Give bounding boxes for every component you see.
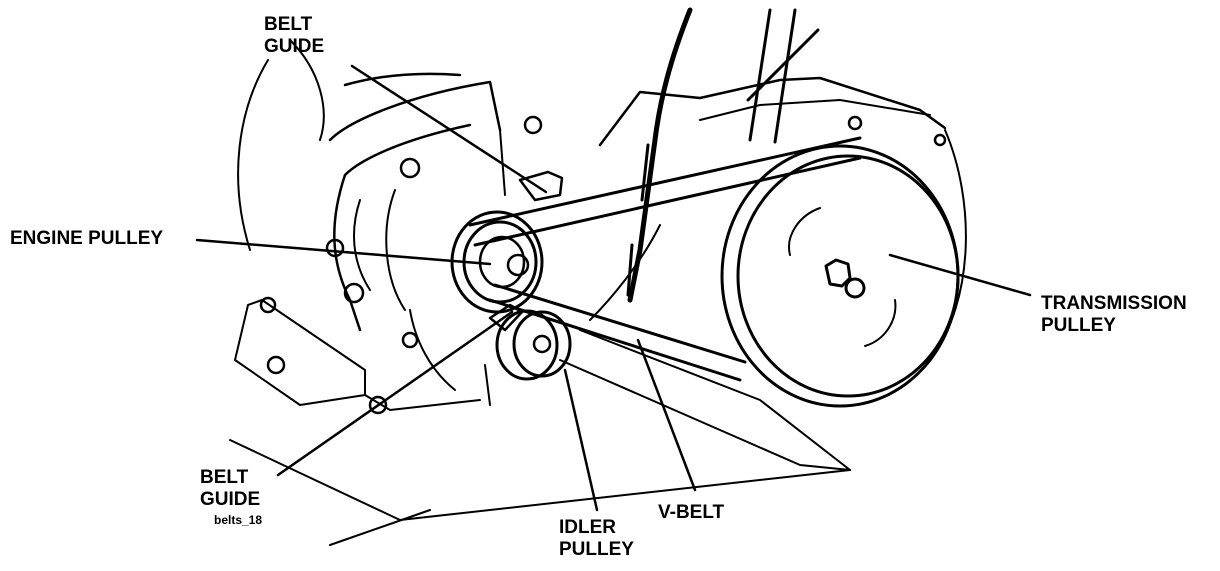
engine-pulley-label: ENGINE PULLEY — [10, 228, 163, 250]
engine-housing — [234, 39, 506, 411]
transmission-pulley-label: TRANSMISSION PULLEY — [1041, 293, 1187, 337]
idler-pulley-shape — [495, 309, 572, 381]
handle-bars — [746, 8, 820, 144]
v-belt-line1: V-BELT — [658, 502, 725, 523]
belt-guide-bracket-top — [518, 170, 564, 202]
engine-pulley-line1: ENGINE PULLEY — [10, 228, 164, 249]
bolts — [259, 115, 947, 415]
transmission-pulley-line1: TRANSMISSION — [1041, 293, 1187, 314]
cable-spring — [626, 143, 650, 297]
belt-guide-bottom-label: BELT GUIDE — [200, 467, 260, 511]
belt-guide-top-line2: GUIDE — [264, 36, 325, 57]
leader-lines — [195, 64, 1032, 512]
belt-guide-bracket-bottom — [488, 303, 524, 332]
v-belt-loop — [468, 136, 862, 382]
idler-pulley-line2: PULLEY — [559, 539, 634, 560]
belt-guide-bottom-line2: GUIDE — [200, 489, 261, 510]
transmission-pulley-shape — [720, 144, 960, 408]
belt-guide-top-label: BELT GUIDE — [264, 14, 324, 58]
transmission-pulley-line2: PULLEY — [1041, 315, 1116, 336]
idler-pulley-line1: IDLER — [559, 517, 616, 538]
belt-guide-top-line1: BELT — [264, 14, 313, 35]
v-belt-label: V-BELT — [658, 502, 724, 524]
idler-pulley-label: IDLER PULLEY — [559, 517, 634, 561]
control-cable — [627, 7, 693, 303]
belt-guide-bottom-line1: BELT — [200, 467, 249, 488]
figure-code: belts_18 — [214, 513, 263, 527]
